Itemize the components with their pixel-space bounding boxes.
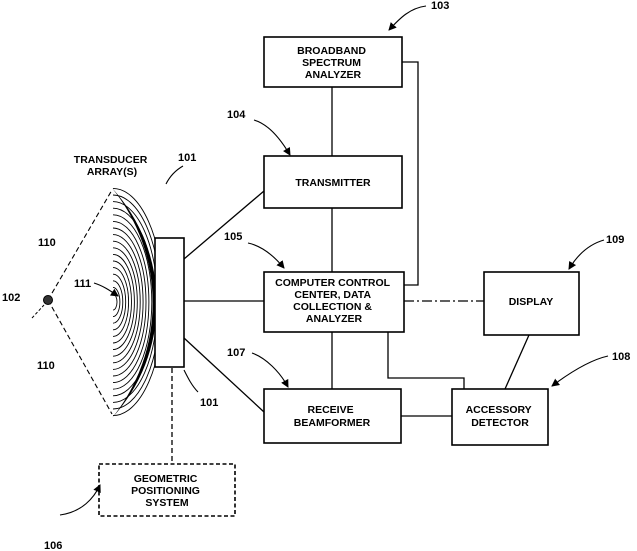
accessory-label-line1: ACCESSORY — [466, 404, 532, 416]
receive-label-line2: BEAMFORMER — [294, 417, 371, 429]
geometric-label-line2: POSITIONING — [131, 485, 200, 497]
ref-110-top: 110 — [38, 237, 56, 249]
transducer-arc — [113, 281, 123, 323]
ref-107: 107 — [227, 347, 245, 359]
computer-label-line2: CENTER, DATA — [294, 289, 371, 301]
ref-102: 102 — [2, 292, 20, 304]
leader-108 — [552, 356, 608, 386]
ref-106: 106 — [44, 540, 62, 551]
line-array-receive — [184, 338, 264, 412]
transducer-label: TRANSDUCER ARRAY(S) — [74, 154, 150, 178]
beam-line-bottom — [48, 300, 112, 414]
leader-101-top — [166, 166, 183, 184]
ref-101-bottom: 101 — [200, 397, 218, 409]
display-label: DISPLAY — [509, 296, 554, 308]
beam-geometry — [32, 190, 112, 414]
line-array-transmitter — [184, 191, 264, 259]
leader-106 — [60, 485, 100, 515]
line-display-accessory — [505, 335, 529, 389]
computer-label-line3: COLLECTION & — [293, 301, 372, 313]
leader-101-bottom — [184, 370, 198, 392]
accessory-label-line2: DETECTOR — [471, 417, 529, 429]
leader-109 — [569, 240, 604, 269]
computer-label-line4: ANALYZER — [306, 313, 363, 325]
leader-105 — [248, 243, 284, 268]
focal-point — [44, 296, 53, 305]
accessory-label: ACCESSORY DETECTOR — [466, 404, 535, 429]
ref-101-top: 101 — [178, 152, 196, 164]
ref-105: 105 — [224, 231, 242, 243]
transducer-arc — [113, 287, 120, 316]
ref-111: 111 — [74, 278, 91, 290]
ref-108: 108 — [612, 351, 630, 363]
transducer-arc — [113, 228, 146, 376]
receive-beamformer-box — [264, 389, 401, 443]
leader-107 — [252, 353, 288, 387]
receive-label-line1: RECEIVE — [307, 404, 353, 416]
transducer-arc — [113, 294, 117, 310]
ref-110-bottom: 110 — [37, 360, 55, 372]
focal-tick — [32, 305, 44, 318]
transducer-mount-block — [155, 238, 184, 367]
geometric-label-line3: SYSTEM — [145, 497, 188, 509]
computer-label-line1: COMPUTER CONTROL — [275, 277, 390, 289]
analyzer-label: BROADBAND SPECTRUM ANALYZER — [297, 45, 369, 81]
geometric-label-line1: GEOMETRIC — [134, 473, 198, 485]
transducer-label-line1: TRANSDUCER — [74, 154, 148, 166]
leader-111 — [94, 283, 118, 296]
line-analyzer-computer-loop — [402, 62, 418, 285]
leader-103 — [389, 6, 426, 30]
line-computer-accessory — [388, 332, 464, 389]
leader-104 — [254, 120, 290, 155]
ref-103: 103 — [431, 0, 449, 12]
transducer-label-line2: ARRAY(S) — [87, 166, 137, 178]
transducer-array — [112, 188, 184, 418]
transducer-arc — [113, 274, 126, 330]
ref-109: 109 — [606, 234, 624, 246]
analyzer-label-line2: SPECTRUM — [302, 57, 361, 69]
analyzer-label-line1: BROADBAND — [297, 45, 366, 57]
transducer-arc — [113, 268, 129, 337]
ref-104: 104 — [227, 109, 246, 121]
analyzer-label-line3: ANALYZER — [305, 69, 362, 81]
transmitter-label: TRANSMITTER — [295, 177, 371, 189]
